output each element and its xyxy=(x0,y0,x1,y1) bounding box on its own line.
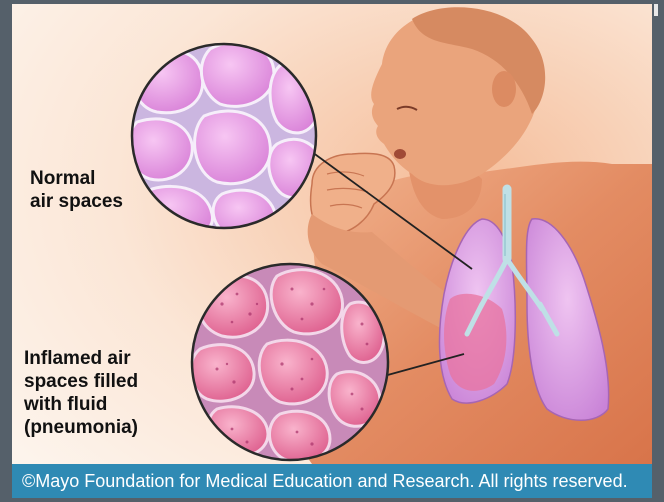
label-inflamed-air-spaces: Inflamed air spaces filled with fluid (p… xyxy=(24,347,138,439)
copyright-text: ©Mayo Foundation for Medical Education a… xyxy=(22,469,628,493)
ear xyxy=(492,71,516,107)
left-lung-infection xyxy=(444,294,506,391)
mouth xyxy=(394,149,406,159)
label-normal-air-spaces: Normal air spaces xyxy=(30,167,123,213)
corner-mark xyxy=(654,4,658,16)
